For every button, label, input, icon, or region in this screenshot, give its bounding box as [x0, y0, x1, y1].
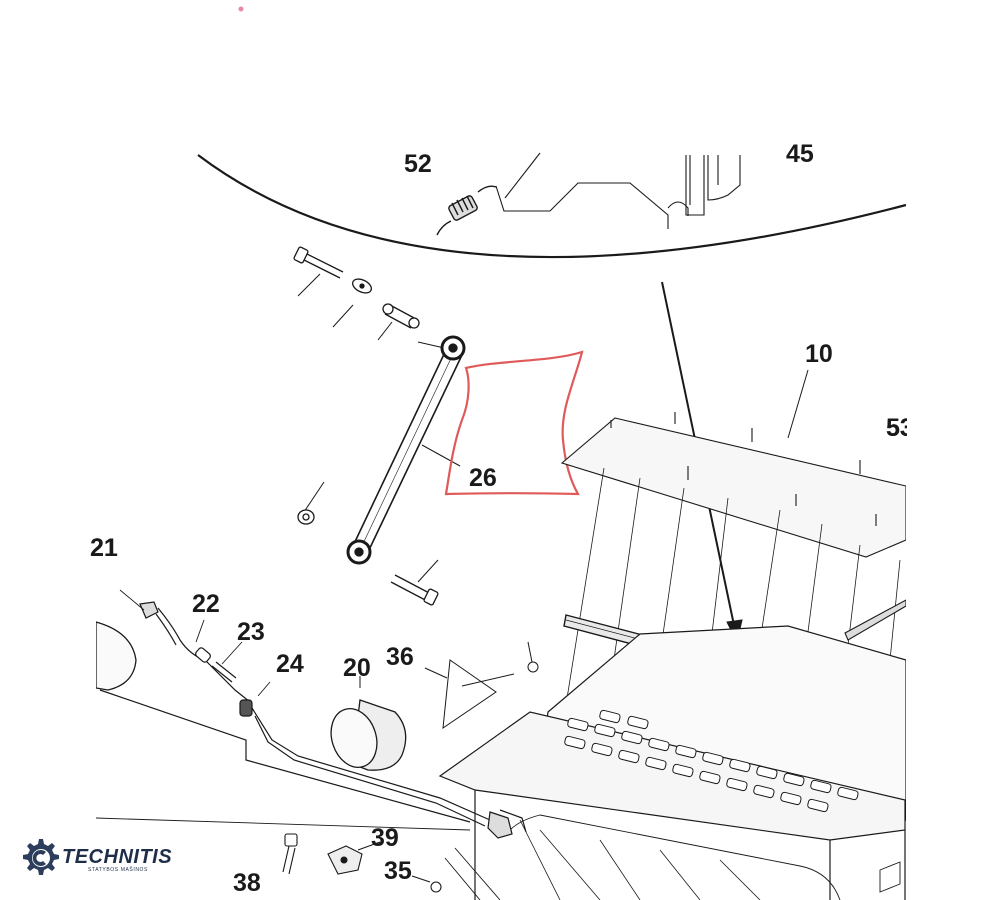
- cable-assembly: [95, 589, 527, 839]
- callout-24: 24: [276, 650, 304, 678]
- gear-icon: [23, 839, 59, 875]
- callout-20: 20: [343, 654, 371, 682]
- callout-52: 52: [404, 150, 432, 178]
- cylinder-left: [95, 621, 137, 691]
- callout-10: 10: [805, 340, 833, 368]
- detail-bubble: [197, 152, 907, 644]
- callout-36: 36: [386, 643, 414, 671]
- callout-39: 39: [371, 824, 399, 852]
- technitis-logo: TECHNITIS STATYBOS MAŠINOS: [18, 834, 172, 886]
- callout-22: 22: [192, 590, 220, 618]
- highlight-outline: [444, 350, 584, 496]
- cylinder-part-20: [330, 676, 407, 771]
- rod-assembly-26: [293, 246, 466, 606]
- callout-23: 23: [237, 618, 265, 646]
- logo-tagline: STATYBOS MAŠINOS: [88, 867, 148, 873]
- triangle-part-36: [424, 641, 539, 730]
- callout-26: 26: [469, 464, 497, 492]
- grille-slots: [564, 709, 859, 813]
- fastener-parts: [282, 833, 442, 893]
- bracket-part-45: [667, 155, 741, 216]
- callout-38: 38: [233, 869, 261, 897]
- stray-mark: [238, 6, 244, 12]
- grille-housing: [438, 625, 907, 900]
- callout-45: 45: [786, 140, 814, 168]
- logo-name: TECHNITIS: [62, 846, 173, 868]
- callout-35: 35: [384, 857, 412, 885]
- spring-part-52: [436, 185, 497, 236]
